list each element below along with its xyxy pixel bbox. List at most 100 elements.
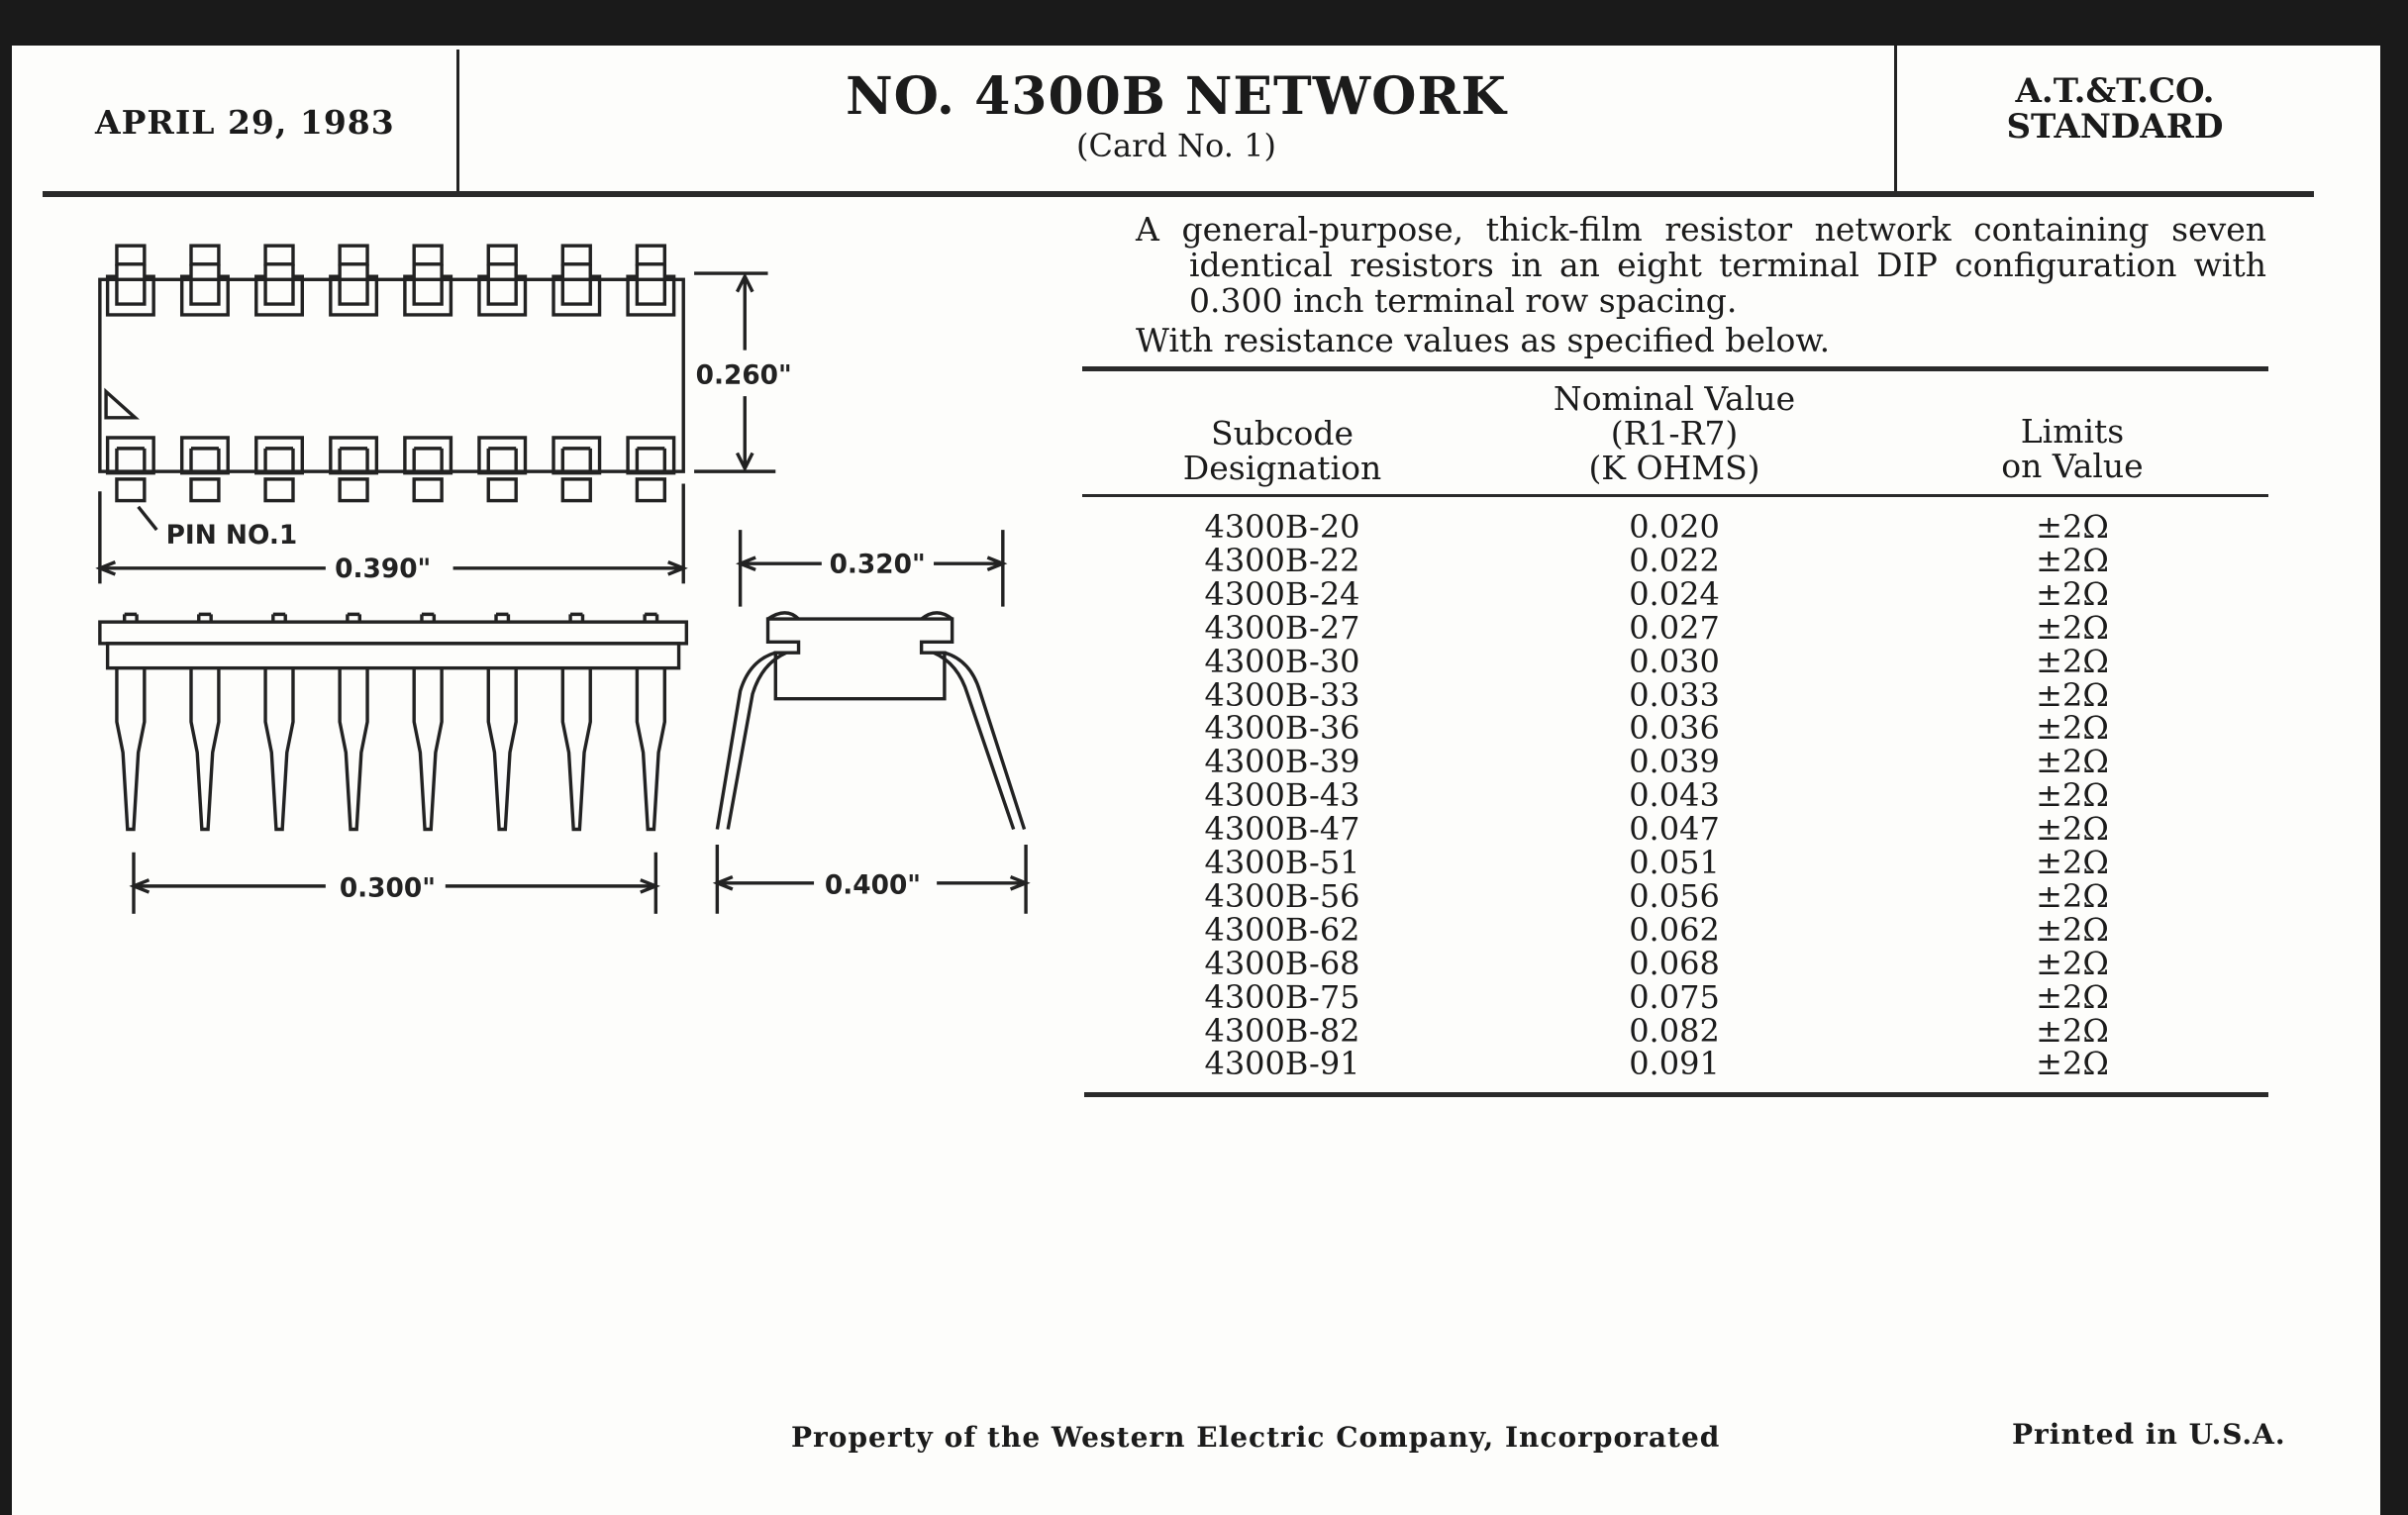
table-row: 4300B-62 0.062 ±2Ω (1082, 913, 2266, 947)
cell-limit: ±2Ω (2036, 810, 2109, 849)
pin-tab (412, 477, 444, 503)
cell-subcode: 4300B-68 (1204, 944, 1360, 982)
lead-side-view (412, 612, 444, 832)
cell-subcode: 4300B-91 (1204, 1045, 1360, 1083)
cell-subcode: 4300B-62 (1204, 910, 1360, 949)
table-header-rule (1082, 494, 2268, 497)
cell-limit: ±2Ω (2036, 574, 2109, 613)
dim-height-label: 0.260" (696, 361, 792, 391)
cell-subcode: 4300B-24 (1204, 574, 1360, 613)
pin-tab (560, 244, 592, 266)
dim-body-width-label: 0.320" (830, 550, 926, 579)
header-subcode: Subcode Designation (1084, 416, 1480, 485)
cell-subcode: 4300B-33 (1204, 675, 1360, 714)
cell-value: 0.051 (1629, 844, 1720, 881)
description-paragraph: With resistance values as specified belo… (1136, 321, 1831, 359)
pin-terminal (254, 436, 304, 475)
pin-terminal (329, 436, 379, 475)
standard-label: A.T.&T.CO. STANDARD (1897, 73, 2333, 145)
pin-tab (635, 244, 667, 266)
cell-subcode: 4300B-27 (1204, 608, 1360, 647)
footer-printed: Printed in U.S.A. (2012, 1418, 2286, 1451)
standard-line-1: A.T.&T.CO. (2015, 71, 2215, 111)
lead-bend (766, 611, 953, 621)
description: A general-purpose, thick-film resistor n… (1136, 212, 2266, 358)
lead-side-view (263, 612, 295, 832)
cell-limit: ±2Ω (2036, 709, 2109, 748)
cell-value: 0.047 (1629, 810, 1720, 849)
header-text: Nominal Value (1553, 379, 1796, 418)
cell-limit: ±2Ω (2036, 675, 2109, 714)
cell-subcode: 4300B-43 (1204, 776, 1360, 815)
cell-subcode: 4300B-56 (1204, 876, 1360, 915)
pin-terminal (105, 263, 155, 317)
pin-terminal (403, 263, 453, 317)
pin-terminal (626, 263, 676, 317)
pin-terminal (179, 436, 230, 475)
package-body-side-view (98, 620, 689, 646)
header-text: (R1-R7) (1610, 414, 1739, 453)
pin-tab (115, 244, 147, 266)
cell-limit: ±2Ω (2036, 844, 2109, 881)
cell-value: 0.036 (1629, 709, 1720, 748)
footer-property: Property of the Western Electric Company… (791, 1421, 1721, 1454)
cell-value: 0.075 (1629, 977, 1720, 1016)
lead-side-view (486, 612, 518, 832)
pin-number-label: PIN NO.1 (166, 521, 298, 551)
arrowhead (736, 556, 1008, 571)
pin-tab (486, 477, 518, 503)
cell-limit: ±2Ω (2036, 743, 2109, 781)
header-text: Limits (2020, 412, 2125, 451)
header-divider (456, 50, 459, 196)
cell-value: 0.043 (1629, 776, 1720, 815)
cell-value: 0.020 (1629, 508, 1720, 546)
pin-tab (412, 244, 444, 266)
header-text: on Value (2001, 447, 2144, 485)
cell-value: 0.027 (1629, 608, 1720, 647)
pin-terminal (254, 263, 304, 317)
header-limits: Limits on Value (1874, 414, 2270, 483)
card-title-block: NO. 4300B NETWORK (Card No. 1) (457, 67, 1895, 165)
cell-value: 0.033 (1629, 675, 1720, 714)
card-subtitle: (Card No. 1) (1076, 127, 1276, 164)
pin-tab (486, 244, 518, 266)
cell-value: 0.056 (1629, 876, 1720, 915)
cell-value: 0.024 (1629, 574, 1720, 613)
lead-profile (726, 651, 1016, 831)
header-text: Subcode (1211, 414, 1354, 453)
pin-tab (263, 477, 295, 503)
pin-tab (189, 477, 221, 503)
cell-subcode: 4300B-30 (1204, 642, 1360, 680)
pin-terminal (179, 263, 230, 317)
pin-terminal (477, 263, 528, 317)
cell-value: 0.022 (1629, 541, 1720, 579)
spec-card (12, 46, 2380, 1515)
lead-profile (715, 651, 1027, 831)
pin-tab (338, 477, 369, 503)
header-nominal: Nominal Value (R1-R7) (K OHMS) (1476, 381, 1872, 485)
cell-subcode: 4300B-51 (1204, 844, 1360, 881)
header-text: (K OHMS) (1588, 449, 1760, 487)
header-divider (1894, 46, 1897, 194)
cell-limit: ±2Ω (2036, 541, 2109, 579)
cell-subcode: 4300B-39 (1204, 743, 1360, 781)
cell-limit: ±2Ω (2036, 910, 2109, 949)
cell-value: 0.062 (1629, 910, 1720, 949)
pin-terminal (626, 436, 676, 475)
pin-terminal (477, 436, 528, 475)
cell-subcode: 4300B-22 (1204, 541, 1360, 579)
dim-pin-span-label: 0.300" (340, 874, 436, 904)
arrowhead (95, 560, 688, 576)
cell-value: 0.091 (1629, 1045, 1720, 1083)
lead-side-view (189, 612, 221, 832)
